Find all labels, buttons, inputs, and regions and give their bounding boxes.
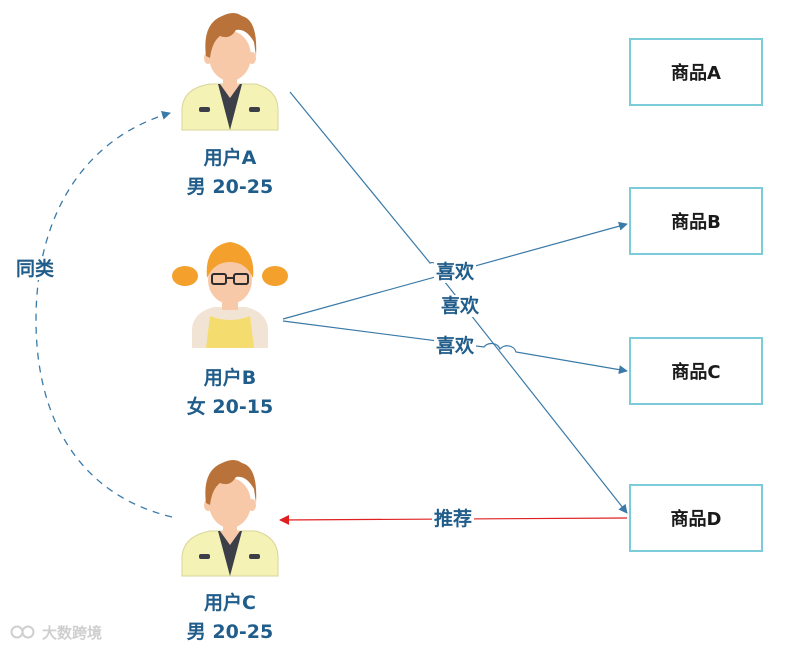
edge-label-similar: 同类 <box>14 258 57 280</box>
watermark-logo-icon <box>10 625 35 639</box>
product-a-label: 商品A <box>671 63 721 84</box>
user-a-info: 男 20-25 <box>186 176 274 198</box>
edge-similar-users <box>35 111 173 518</box>
user-c-info: 男 20-25 <box>186 621 274 643</box>
product-b-label: 商品B <box>671 212 721 233</box>
user-a-label: 用户A 男 20-25 <box>150 144 310 202</box>
edge-label-likes-product-c: 喜欢 <box>434 335 477 357</box>
user-a-name: 用户A <box>203 147 257 169</box>
edge-label-recommend: 推荐 <box>432 508 475 530</box>
user-c-avatar <box>181 460 279 577</box>
user-b-name: 用户B <box>203 367 257 389</box>
watermark-text: 大数跨境 <box>42 623 103 642</box>
product-b-box: 商品B <box>629 187 763 255</box>
edge-user-b-likes-product-c <box>282 320 628 375</box>
edge-label-likes-product-d: 喜欢 <box>439 295 482 317</box>
product-c-box: 商品C <box>629 337 763 405</box>
user-c-label: 用户C 男 20-25 <box>150 589 310 647</box>
product-d-label: 商品D <box>670 509 722 530</box>
product-c-label: 商品C <box>671 362 721 383</box>
user-a-avatar <box>181 13 279 131</box>
product-d-box: 商品D <box>629 484 763 552</box>
user-b-info: 女 20-15 <box>186 396 274 418</box>
user-b-avatar <box>172 242 288 348</box>
user-b-label: 用户B 女 20-15 <box>150 364 310 422</box>
product-a-box: 商品A <box>629 38 763 106</box>
edge-label-likes-product-b: 喜欢 <box>434 261 477 283</box>
watermark: 大数跨境 <box>10 621 102 643</box>
user-c-name: 用户C <box>204 592 256 614</box>
